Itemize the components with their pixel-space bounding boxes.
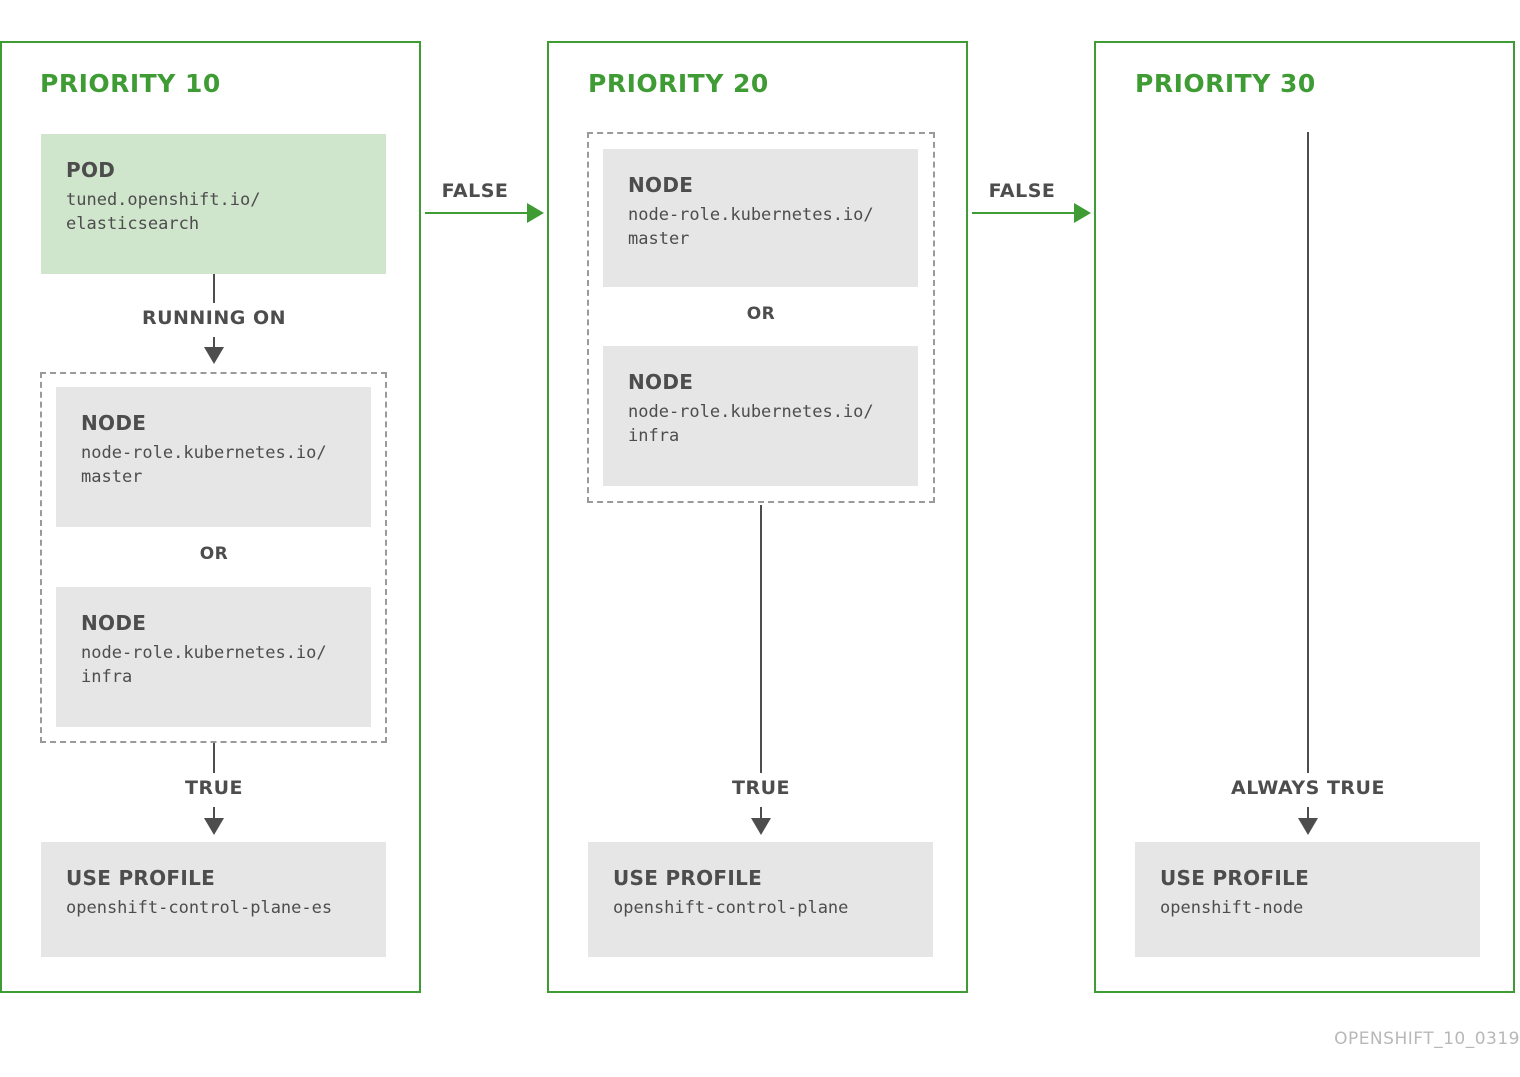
false-line-2 [972,212,1074,214]
node-heading: NODE [81,611,147,635]
pod-label: tuned.openshift.io/ elasticsearch [66,190,261,234]
priority-30-title: PRIORITY 30 [1135,69,1316,98]
node-group-dashed [587,132,935,503]
node-box-infra: NODE node-role.kubernetes.io/ infra [56,587,371,727]
true-arrow [204,818,224,835]
running-on-line-bottom [213,337,215,347]
profile-heading: USE PROFILE [1160,866,1310,890]
profile-name: openshift-node [1160,898,1304,918]
true-label: TRUE [732,777,790,799]
running-on-arrow [204,347,224,364]
node-heading: NODE [628,173,694,197]
node-box-master: NODE node-role.kubernetes.io/ master [603,149,918,287]
node-label: node-role.kubernetes.io/ infra [81,643,327,687]
true-label: TRUE [185,777,243,799]
true-line-top [760,505,762,773]
node-label: node-role.kubernetes.io/ infra [628,402,874,446]
node-label: node-role.kubernetes.io/ master [628,205,874,249]
false-arrow-1 [527,203,544,223]
always-true-label: ALWAYS TRUE [1231,777,1385,799]
profile-box: USE PROFILE openshift-node [1135,842,1480,957]
always-true-line-bottom [1307,807,1309,818]
priority-20-title: PRIORITY 20 [588,69,769,98]
profile-name: openshift-control-plane [613,898,849,918]
priority-10-panel: PRIORITY 10 POD tuned.openshift.io/ elas… [0,41,421,993]
false-label-1: FALSE [441,180,509,202]
profile-box: USE PROFILE openshift-control-plane-es [41,842,386,957]
true-arrow [751,818,771,835]
pod-heading: POD [66,158,116,182]
profile-box: USE PROFILE openshift-control-plane [588,842,933,957]
or-label: OR [746,304,776,324]
node-heading: NODE [81,411,147,435]
profile-heading: USE PROFILE [66,866,216,890]
node-label: node-role.kubernetes.io/ master [81,443,327,487]
true-line-bottom [760,807,762,818]
priority-20-panel: PRIORITY 20 NODE node-role.kubernetes.io… [547,41,968,993]
pod-selector-box: POD tuned.openshift.io/ elasticsearch [41,134,386,274]
true-line-bottom [213,807,215,818]
node-group-dashed [40,372,387,743]
false-label-2: FALSE [988,180,1056,202]
or-label: OR [199,544,229,564]
always-true-line-top [1307,132,1309,773]
false-arrow-2 [1074,203,1091,223]
running-on-label: RUNNING ON [141,307,287,329]
node-heading: NODE [628,370,694,394]
figure-id: OPENSHIFT_10_0319 [1334,1029,1520,1049]
always-true-arrow [1298,818,1318,835]
true-line-top [213,743,215,773]
profile-name: openshift-control-plane-es [66,898,333,918]
priority-30-panel: PRIORITY 30 ALWAYS TRUE USE PROFILE open… [1094,41,1515,993]
running-on-line-top [213,274,215,303]
profile-heading: USE PROFILE [613,866,763,890]
false-line-1 [425,212,527,214]
node-box-infra: NODE node-role.kubernetes.io/ infra [603,346,918,486]
priority-10-title: PRIORITY 10 [40,69,221,98]
node-box-master: NODE node-role.kubernetes.io/ master [56,387,371,527]
